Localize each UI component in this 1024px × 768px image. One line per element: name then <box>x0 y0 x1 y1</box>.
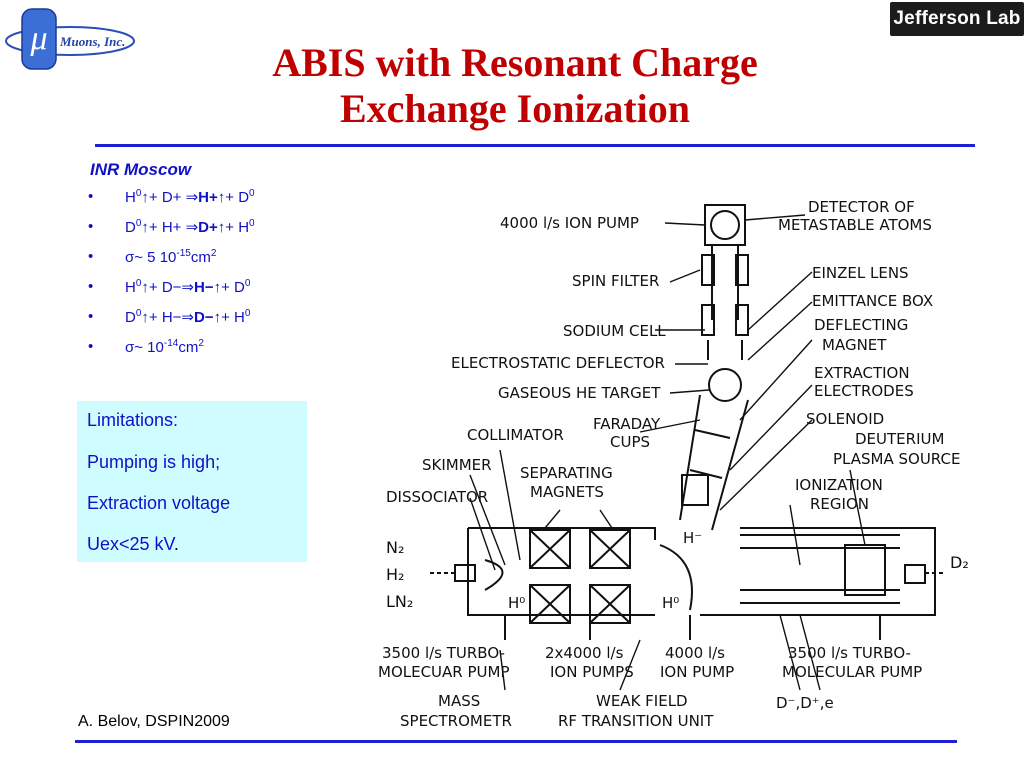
label-extraction-1: EXTRACTION <box>814 364 910 382</box>
reaction-text: D0↑+ H+ ⇒D+↑+ H0 <box>125 218 255 236</box>
label-ion-pumps-1: 2x4000 l/s <box>545 644 624 662</box>
label-solenoid: SOLENOID <box>806 410 884 428</box>
label-ln2: LN₂ <box>386 592 413 611</box>
bullet-dot: • <box>88 338 94 355</box>
mu-symbol: μ <box>29 20 47 57</box>
diagram-labels: DETECTOR OF METASTABLE ATOMS 4000 l/s IO… <box>378 198 969 730</box>
label-separating-2: MAGNETS <box>530 483 604 501</box>
limitation-extraction: Extraction voltage <box>87 493 231 513</box>
label-detector-1: DETECTOR OF <box>808 198 915 216</box>
label-detector-2: METASTABLE ATOMS <box>778 216 932 234</box>
cross-section-bullet: • σ~ 10-14cm2 <box>88 338 358 362</box>
label-ion-pumps-2: ION PUMPS <box>550 663 634 681</box>
label-turbo-left-1: 3500 l/s TURBO- <box>382 644 505 662</box>
label-faraday-2: CUPS <box>610 433 650 451</box>
label-ion-pump-top: 4000 l/s ION PUMP <box>500 214 639 232</box>
reaction-text: D0↑+ H−⇒D−↑+ H0 <box>125 308 251 326</box>
leader-lines <box>469 214 866 691</box>
label-h2: H₂ <box>386 565 404 584</box>
label-collimator: COLLIMATOR <box>467 426 564 444</box>
label-weak-field-2: RF TRANSITION UNIT <box>558 712 714 730</box>
reaction-bullet: • H0↑+ D+ ⇒H+↑+ D0 <box>88 188 358 212</box>
label-einzel-lens: EINZEL LENS <box>812 264 909 282</box>
jefferson-lab-logo-text: Jefferson Lab <box>893 8 1021 29</box>
label-ion-pump-bottom-1: 4000 l/s <box>665 644 725 662</box>
reaction-bullet: • H0↑+ D−⇒H−↑+ D0 <box>88 278 358 302</box>
label-d-products: D⁻,D⁺,e <box>776 694 834 712</box>
cross-section-text: σ~ 10-14cm2 <box>125 338 204 356</box>
label-mass-1: MASS <box>438 692 480 710</box>
label-deuterium-2: PLASMA SOURCE <box>833 450 960 468</box>
label-ion-pump-bottom-2: ION PUMP <box>660 663 734 681</box>
bullet-dot: • <box>88 308 94 325</box>
limitations-box: Limitations: Pumping is high; Extraction… <box>77 401 307 562</box>
label-h0-right: H⁰ <box>662 594 679 612</box>
muons-inc-logo: μ Muons, Inc. <box>2 5 140 71</box>
label-h-minus: H⁻ <box>683 529 702 547</box>
label-electrostatic: ELECTROSTATIC DEFLECTOR <box>451 354 665 372</box>
label-gaseous-target: GASEOUS HE TARGET <box>498 384 661 402</box>
label-deuterium-1: DEUTERIUM <box>855 430 944 448</box>
bullet-dot: • <box>88 188 94 205</box>
slide-title-line1: ABIS with Resonant Charge <box>272 40 758 85</box>
slide-title-line2: Exchange Ionization <box>339 86 691 131</box>
label-sodium-cell: SODIUM CELL <box>563 322 666 340</box>
label-deflecting-2: MAGNET <box>822 336 887 354</box>
limitation-voltage: Uex<25 kV. <box>87 534 179 554</box>
label-n2: N₂ <box>386 538 404 557</box>
label-faraday-1: FARADAY <box>593 415 661 433</box>
cross-section-text: σ~ 5 10-15cm2 <box>125 248 217 266</box>
label-weak-field-1: WEAK FIELD <box>596 692 688 710</box>
slide-title: ABIS with Resonant Charge Exchange Ioniz… <box>120 40 910 132</box>
label-separating-1: SEPARATING <box>520 464 613 482</box>
cross-section-bullet: • σ~ 5 10-15cm2 <box>88 248 358 272</box>
reaction-bullet: • D0↑+ H−⇒D−↑+ H0 <box>88 308 358 332</box>
title-divider <box>95 144 975 147</box>
label-ionization-1: IONIZATION <box>795 476 883 494</box>
muons-logo-text: Muons, Inc. <box>59 34 125 49</box>
label-emittance-box: EMITTANCE BOX <box>812 292 933 310</box>
limitations-heading: Limitations: <box>87 410 179 430</box>
reaction-text: H0↑+ D+ ⇒H+↑+ D0 <box>125 188 255 206</box>
bullet-dot: • <box>88 278 94 295</box>
jefferson-lab-logo: Jefferson Lab <box>890 2 1024 36</box>
label-ionization-2: REGION <box>810 495 869 513</box>
bottom-divider <box>75 740 957 743</box>
label-skimmer: SKIMMER <box>422 456 492 474</box>
label-turbo-right-1: 3500 l/s TURBO- <box>788 644 911 662</box>
label-dissociator: DISSOCIATOR <box>386 488 488 506</box>
apparatus-drawing <box>430 204 945 640</box>
label-spin-filter: SPIN FILTER <box>572 272 659 290</box>
muons-logo-graphic: μ Muons, Inc. <box>5 8 135 70</box>
label-turbo-left-2: MOLECUAR PUMP <box>378 663 510 681</box>
label-turbo-right-2: MOLECULAR PUMP <box>782 663 922 681</box>
label-deflecting-1: DEFLECTING <box>814 316 908 334</box>
limitation-pumping: Pumping is high; <box>87 452 221 472</box>
label-h0-left: H⁰ <box>508 594 525 612</box>
reaction-text: H0↑+ D−⇒H−↑+ D0 <box>125 278 251 296</box>
label-extraction-2: ELECTRODES <box>814 382 914 400</box>
label-mass-2: SPECTROMETR <box>400 712 512 730</box>
inr-moscow-heading: INR Moscow <box>90 160 192 179</box>
abis-schematic-diagram: DETECTOR OF METASTABLE ATOMS 4000 l/s IO… <box>378 198 969 730</box>
reaction-bullet: • D0↑+ H+ ⇒D+↑+ H0 <box>88 218 358 242</box>
bullet-dot: • <box>88 248 94 265</box>
label-d2: D₂ <box>950 553 969 572</box>
bullet-dot: • <box>88 218 94 235</box>
author-credit: A. Belov, DSPIN2009 <box>78 713 230 730</box>
